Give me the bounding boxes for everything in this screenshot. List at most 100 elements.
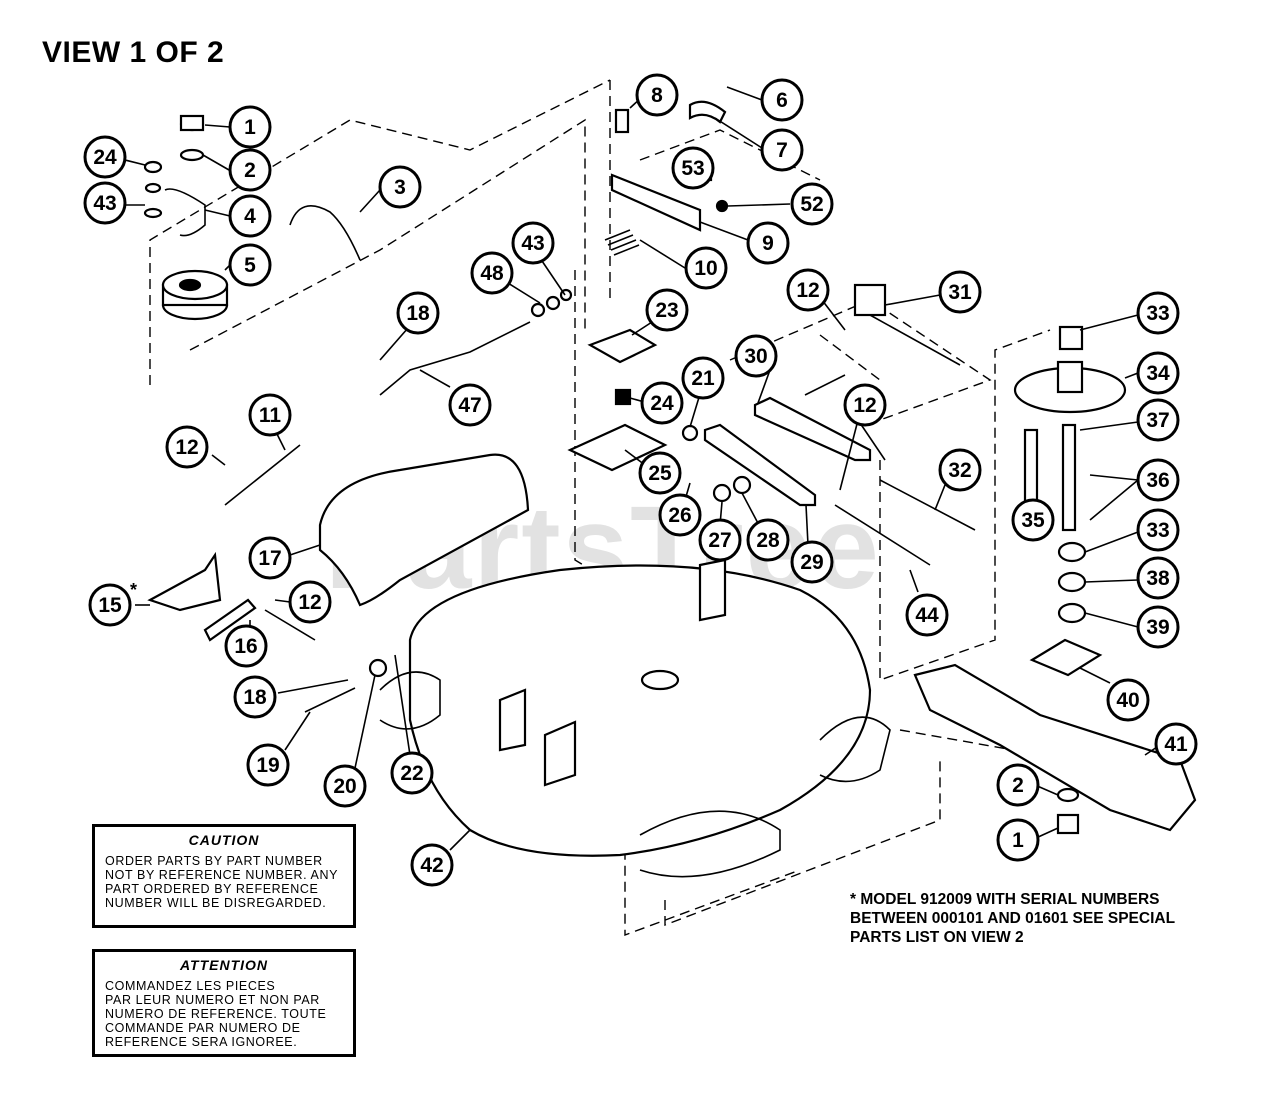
callout-number: 47 bbox=[458, 394, 481, 417]
callout-circle bbox=[698, 518, 742, 562]
callout-47: 47 bbox=[448, 383, 492, 427]
callout-circle bbox=[83, 181, 127, 225]
caution-line: NUMBER WILL BE DISREGARDED. bbox=[105, 896, 327, 910]
callout-number: 7 bbox=[776, 139, 788, 162]
callout-number: 20 bbox=[333, 775, 356, 798]
callout-7: 7 bbox=[760, 128, 804, 172]
callout-number: 21 bbox=[691, 367, 715, 390]
callout-number: 43 bbox=[93, 192, 116, 215]
callout-circle bbox=[658, 493, 702, 537]
attention-line: COMMANDEZ LES PIECES bbox=[105, 979, 276, 993]
callout-22: 22 bbox=[390, 751, 434, 795]
callout-number: 15 bbox=[98, 594, 122, 617]
attention-line: NUMERO DE REFERENCE. TOUTE bbox=[105, 1007, 327, 1021]
callout-48: 48 bbox=[470, 251, 514, 295]
callout-36: 36 bbox=[1136, 458, 1180, 502]
callout-circle bbox=[1136, 605, 1180, 649]
callout-number: 3 bbox=[394, 176, 406, 199]
callout-circle bbox=[470, 251, 514, 295]
callout-circle bbox=[843, 383, 887, 427]
callout-circle bbox=[1136, 351, 1180, 395]
callout-number: 8 bbox=[651, 84, 663, 107]
callout-1: 1 bbox=[996, 818, 1040, 862]
callout-11: 11 bbox=[248, 393, 292, 437]
callout-circle bbox=[396, 291, 440, 335]
callout-4: 4 bbox=[228, 194, 272, 238]
callout-circle bbox=[390, 751, 434, 795]
callout-33: 33 bbox=[1136, 508, 1180, 552]
callout-17: 17 bbox=[248, 536, 292, 580]
callout-9: 9 bbox=[746, 221, 790, 265]
callout-number: 29 bbox=[800, 551, 823, 574]
callout-number: 38 bbox=[1146, 567, 1170, 590]
callout-circle bbox=[996, 818, 1040, 862]
note-line: BETWEEN 000101 AND 01601 SEE SPECIAL bbox=[850, 910, 1176, 927]
callout-number: 2 bbox=[1012, 774, 1024, 797]
attention-box: ATTENTION COMMANDEZ LES PIECES PAR LEUR … bbox=[92, 949, 356, 1057]
callout-number: 32 bbox=[948, 459, 971, 482]
callout-circle bbox=[1106, 678, 1150, 722]
callout-circle bbox=[246, 743, 290, 787]
callout-28: 28 bbox=[746, 518, 790, 562]
callout-number: 18 bbox=[243, 686, 267, 709]
callout-52: 52 bbox=[790, 182, 834, 226]
attention-line: PAR LEUR NUMERO ET NON PAR bbox=[105, 993, 320, 1007]
callout-30: 30 bbox=[734, 334, 778, 378]
callout-circle bbox=[233, 675, 277, 719]
callout-26: 26 bbox=[658, 493, 702, 537]
callout-35: 35 bbox=[1011, 498, 1055, 542]
callout-circle bbox=[1136, 458, 1180, 502]
callout-40: 40 bbox=[1106, 678, 1150, 722]
callout-circle bbox=[378, 165, 422, 209]
callout-circle bbox=[790, 182, 834, 226]
callout-12: 12 bbox=[786, 268, 830, 312]
callout-24: 24 bbox=[640, 381, 684, 425]
callout-number: 37 bbox=[1146, 409, 1169, 432]
callout-circle bbox=[1136, 398, 1180, 442]
callout-1: 1 bbox=[228, 105, 272, 149]
callout-number: 40 bbox=[1116, 689, 1139, 712]
callout-18: 18 bbox=[396, 291, 440, 335]
attention-line: COMMANDE PAR NUMERO DE bbox=[105, 1021, 301, 1035]
callout-39: 39 bbox=[1136, 605, 1180, 649]
callout-number: 33 bbox=[1146, 302, 1169, 325]
model-note: * MODEL 912009 WITH SERIAL NUMBERS BETWE… bbox=[850, 890, 1175, 947]
callout-number: 44 bbox=[915, 604, 939, 627]
callout-number: 34 bbox=[1146, 362, 1170, 385]
callout-2: 2 bbox=[228, 148, 272, 192]
callout-circle bbox=[1136, 556, 1180, 600]
caution-line: NOT BY REFERENCE NUMBER. ANY bbox=[105, 868, 339, 882]
callout-number: 33 bbox=[1146, 519, 1169, 542]
callout-41: 41 bbox=[1154, 722, 1198, 766]
callout-circle bbox=[83, 135, 127, 179]
callout-circle bbox=[760, 78, 804, 122]
callout-circle bbox=[635, 73, 679, 117]
callout-circle bbox=[1154, 722, 1198, 766]
callout-12: 12 bbox=[288, 580, 332, 624]
callout-number: 24 bbox=[650, 392, 674, 415]
callout-number: 42 bbox=[420, 854, 443, 877]
note-line: * MODEL 912009 WITH SERIAL NUMBERS bbox=[850, 891, 1160, 908]
callout-24: 24 bbox=[83, 135, 127, 179]
callout-27: 27 bbox=[698, 518, 742, 562]
callout-circle bbox=[938, 270, 982, 314]
callout-circle bbox=[905, 593, 949, 637]
callout-number: 53 bbox=[681, 157, 704, 180]
callout-circle bbox=[790, 540, 834, 584]
caution-line: ORDER PARTS BY PART NUMBER bbox=[105, 854, 323, 868]
callout-circle bbox=[671, 146, 715, 190]
callout-circle bbox=[734, 334, 778, 378]
callout-circle bbox=[638, 451, 682, 495]
callout-number: 23 bbox=[655, 299, 678, 322]
callout-circle bbox=[640, 381, 684, 425]
callout-8: 8 bbox=[635, 73, 679, 117]
callout-33: 33 bbox=[1136, 291, 1180, 335]
callout-18: 18 bbox=[233, 675, 277, 719]
callout-44: 44 bbox=[905, 593, 949, 637]
callout-number: 18 bbox=[406, 302, 430, 325]
callout-circle bbox=[248, 536, 292, 580]
callout-circle bbox=[1136, 508, 1180, 552]
callout-number: 6 bbox=[776, 89, 788, 112]
callout-53: 53 bbox=[671, 146, 715, 190]
